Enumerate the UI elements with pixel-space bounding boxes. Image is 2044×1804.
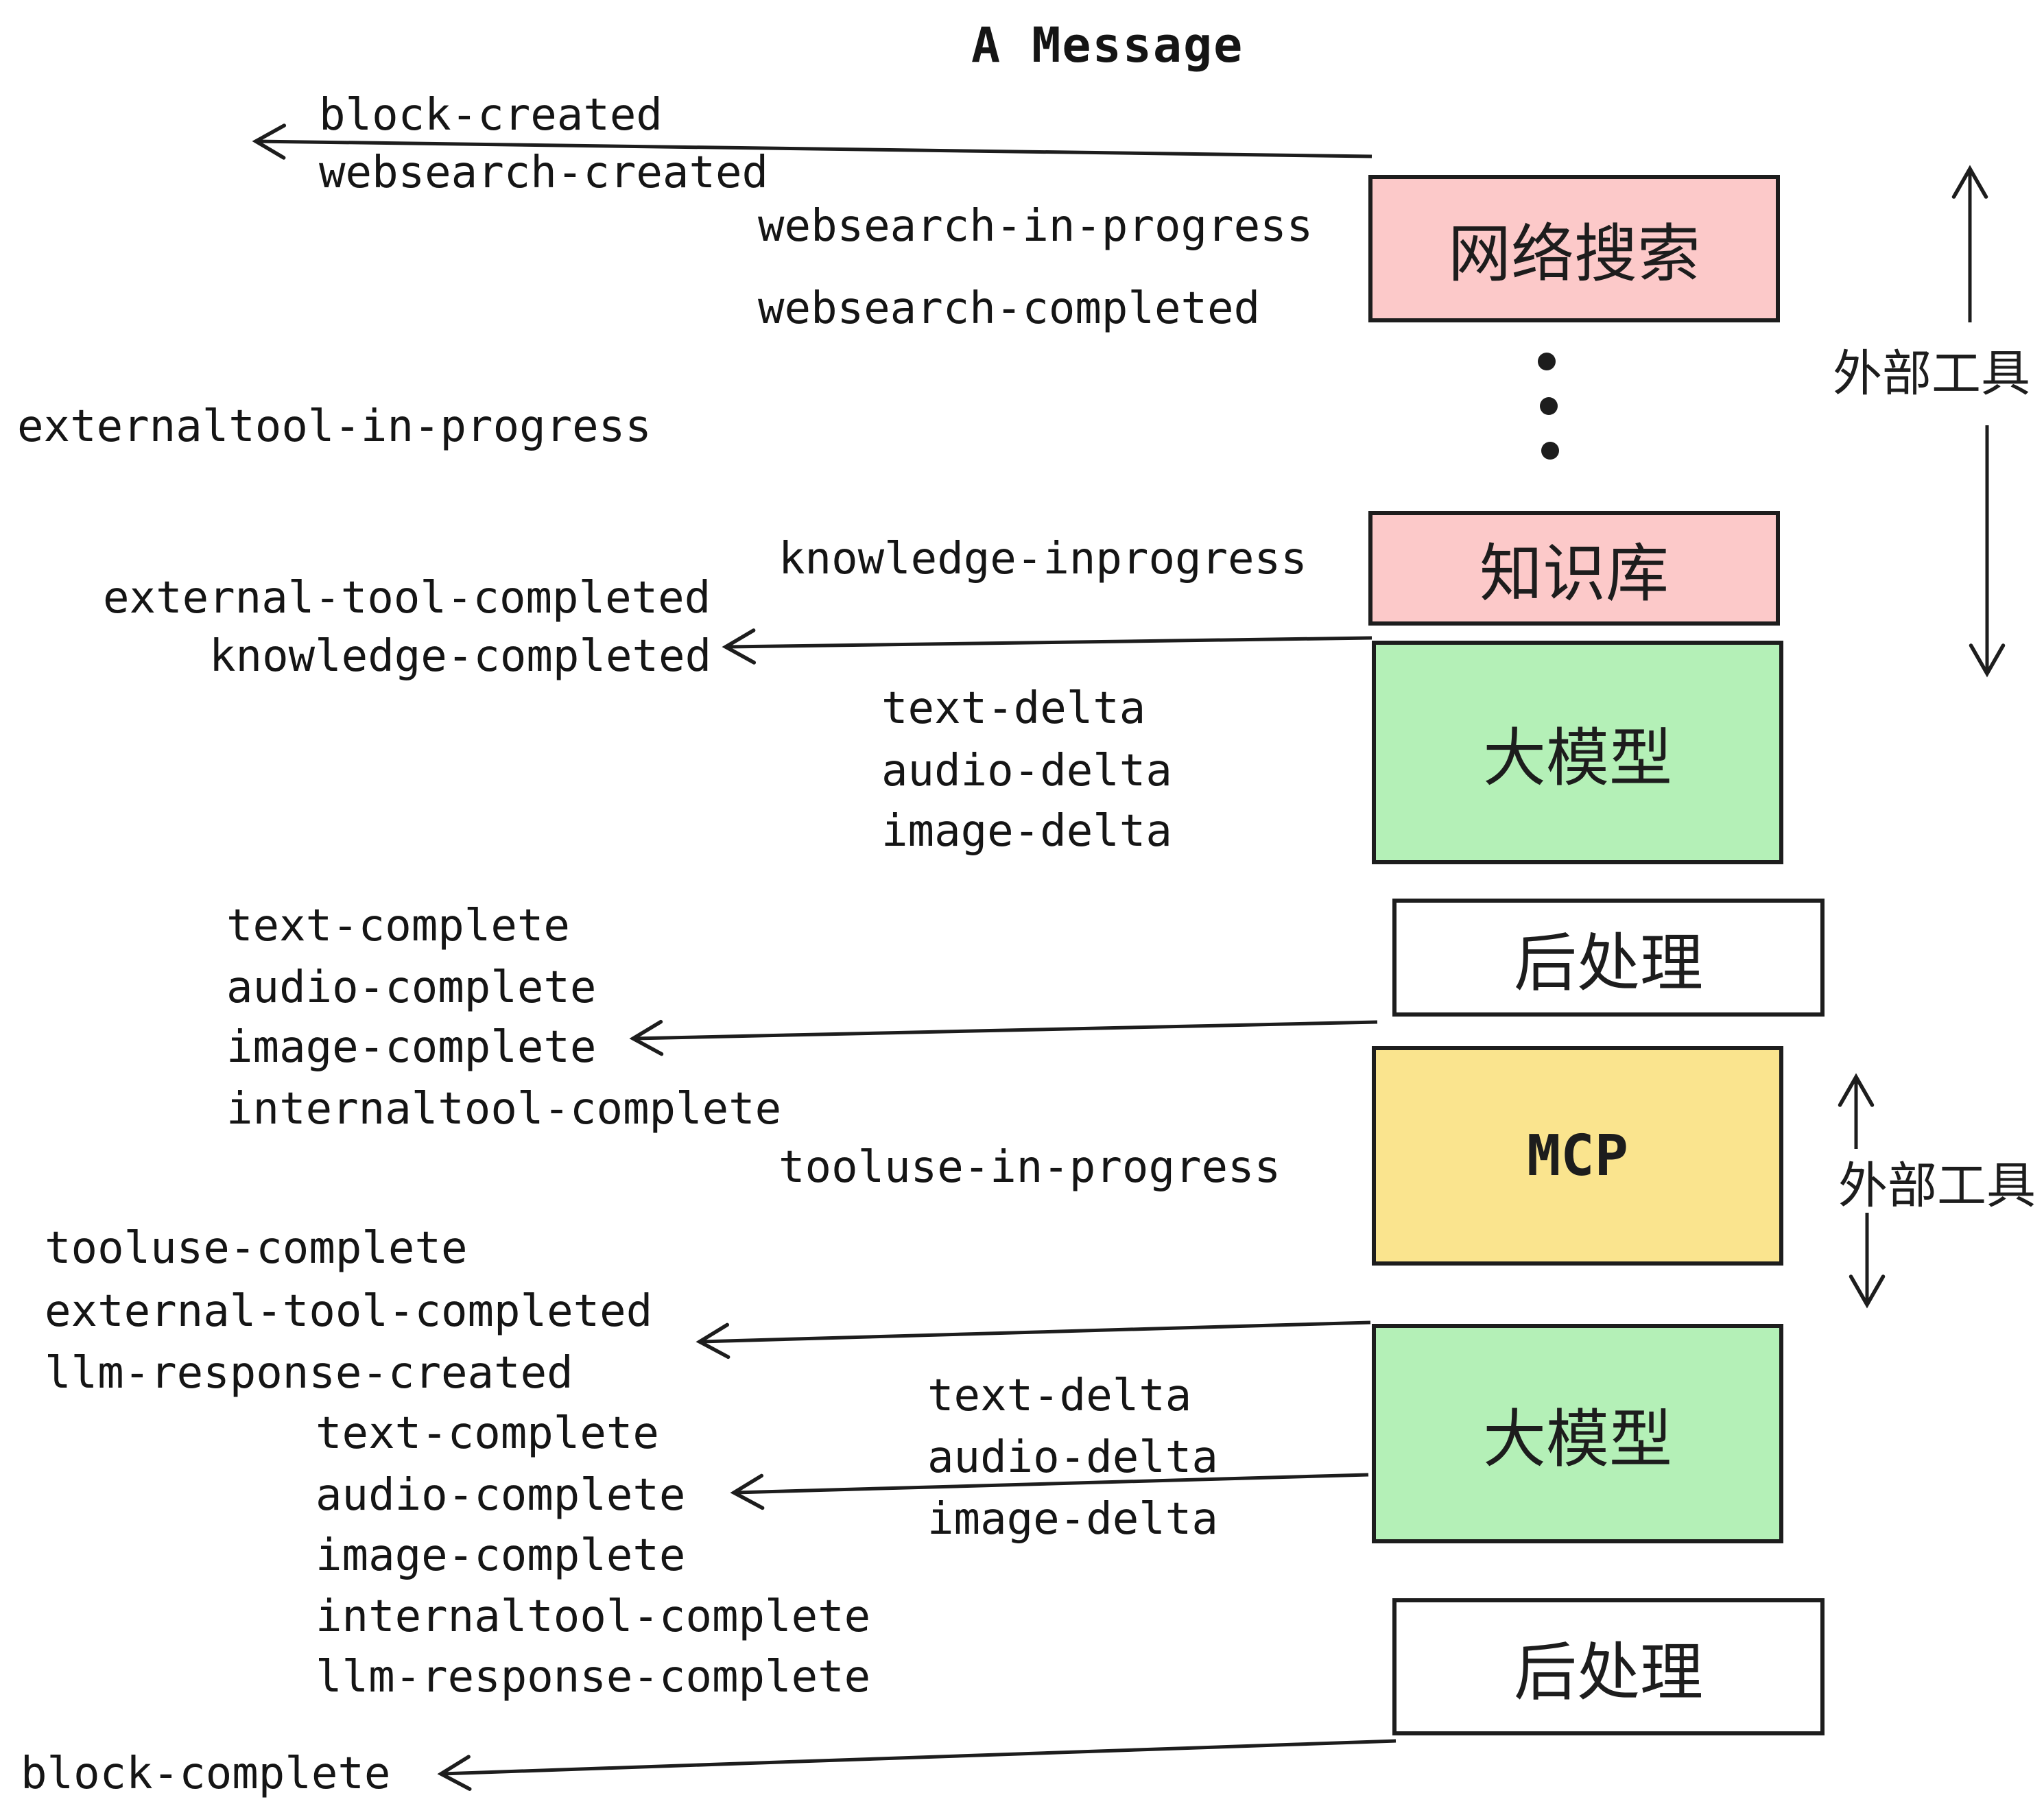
arrow-to-image-complete [629, 1019, 1378, 1056]
box-mcp-label: MCP [1526, 1123, 1629, 1189]
event-label-internaltool-complete-2: internaltool-complete [316, 1591, 871, 1642]
arrow-to-block-complete [437, 1739, 1397, 1791]
box-websearch: 网络搜索 [1368, 175, 1780, 322]
box-postprocess-1-label: 后处理 [1513, 928, 1703, 999]
event-label-image-complete-1: image-complete [226, 1022, 597, 1073]
box-llm-1: 大模型 [1372, 641, 1783, 864]
event-label-tooluse-in-progress: tooluse-in-progress [779, 1142, 1281, 1193]
event-label-websearch-in-progress: websearch-in-progress [758, 201, 1314, 252]
event-label-image-delta-1: image-delta [881, 806, 1172, 857]
box-llm-2: 大模型 [1372, 1324, 1783, 1543]
box-llm-2-label: 大模型 [1482, 1404, 1672, 1475]
event-label-audio-complete-1: audio-complete [226, 962, 597, 1013]
event-label-knowledge-inprogress: knowledge-inprogress [779, 534, 1307, 584]
box-llm-1-label: 大模型 [1482, 723, 1672, 794]
ellipsis-dot-2 [1540, 397, 1558, 415]
event-label-knowledge-completed: knowledge-completed [209, 631, 712, 682]
event-label-image-delta-2: image-delta [927, 1494, 1218, 1545]
box-knowledge-label: 知识库 [1479, 539, 1669, 609]
event-label-image-complete-2: image-complete [316, 1530, 686, 1581]
box-mcp: MCP [1372, 1046, 1783, 1266]
event-label-audio-delta-2: audio-delta [927, 1432, 1218, 1483]
event-label-block-created: block-created [319, 90, 663, 141]
ellipsis-dot-1 [1538, 353, 1556, 370]
box-websearch-label: 网络搜索 [1447, 219, 1700, 289]
event-label-websearch-created: websearch-created [319, 147, 769, 198]
event-label-tooluse-complete: tooluse-complete [45, 1223, 468, 1274]
event-label-text-complete-2: text-complete [316, 1408, 659, 1459]
event-label-text-delta-1: text-delta [881, 683, 1146, 734]
arrow-to-knowledge-completed [722, 628, 1372, 665]
ellipsis-dot-3 [1541, 442, 1559, 460]
box-postprocess-1: 后处理 [1392, 899, 1825, 1017]
box-knowledge: 知识库 [1368, 511, 1780, 626]
box-postprocess-2-label: 后处理 [1513, 1637, 1703, 1708]
event-label-external-tool-completed-2: external-tool-completed [45, 1286, 653, 1337]
event-label-llm-response-created: llm-response-created [45, 1348, 573, 1399]
event-label-llm-response-complete: llm-response-complete [316, 1652, 871, 1702]
event-label-audio-delta-1: audio-delta [881, 746, 1172, 796]
event-label-websearch-completed: websearch-completed [758, 283, 1261, 334]
arrow-to-block-created [252, 123, 1372, 160]
external-tools-top-label: 外部工具 [1833, 346, 2031, 402]
event-label-internaltool-complete-1: internaltool-complete [226, 1084, 782, 1135]
event-label-text-complete-1: text-complete [226, 901, 570, 951]
event-label-audio-complete-2: audio-complete [316, 1470, 686, 1521]
event-label-external-tool-completed-1: external-tool-completed [103, 573, 711, 624]
event-label-block-complete: block-complete [21, 1748, 391, 1799]
diagram-title: A Message [971, 17, 1244, 73]
event-label-text-delta-2: text-delta [927, 1370, 1192, 1421]
box-postprocess-2: 后处理 [1392, 1598, 1825, 1735]
arrow-to-external-tool-completed [696, 1320, 1371, 1360]
event-label-externaltool-in-progress: externaltool-in-progress [17, 401, 652, 452]
external-tools-bottom-label: 外部工具 [1838, 1159, 2036, 1214]
arrow-to-audio-complete [730, 1473, 1369, 1510]
